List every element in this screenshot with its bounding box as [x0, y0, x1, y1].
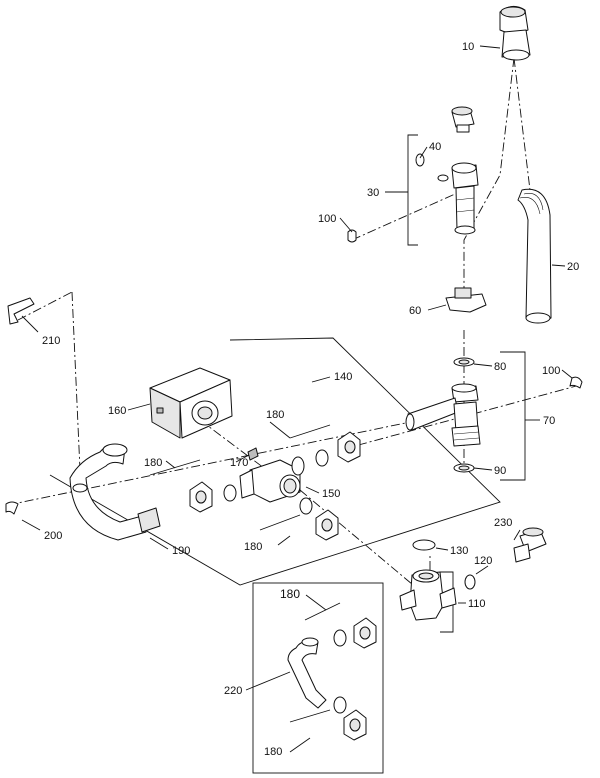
label-170: 170	[230, 457, 248, 469]
part-60-clip	[445, 287, 487, 313]
label-20: 20	[567, 261, 579, 273]
part-200-pipe	[5, 501, 19, 515]
part-100-pipe-right	[569, 376, 583, 389]
label-120: 120	[474, 555, 492, 567]
part-220-hose	[287, 637, 327, 709]
label-180-left: 180	[144, 457, 162, 469]
label-180-lower: 180	[244, 541, 262, 553]
part-10-adapter	[499, 6, 531, 61]
label-110: 110	[468, 598, 486, 610]
label-230: 230	[494, 517, 512, 529]
part-150-valve	[239, 447, 305, 503]
leader-lines	[21, 45, 573, 753]
label-100-left: 100	[318, 213, 336, 225]
label-40: 40	[429, 141, 441, 153]
part-190-hose	[69, 443, 161, 541]
label-80: 80	[494, 361, 506, 373]
label-180-box-top: 180	[280, 587, 300, 601]
label-210: 210	[42, 335, 60, 347]
label-10: 10	[462, 41, 474, 53]
label-90: 90	[494, 465, 506, 477]
label-160: 160	[108, 405, 126, 417]
part-20-hose	[517, 188, 552, 324]
label-190: 190	[172, 545, 190, 557]
part-30-assembly	[415, 106, 479, 235]
label-150: 150	[322, 488, 340, 500]
part-180-fittings	[189, 431, 377, 741]
label-60: 60	[409, 305, 421, 317]
part-70-assembly	[405, 357, 481, 473]
label-70: 70	[543, 415, 555, 427]
label-200: 200	[44, 530, 62, 542]
part-210-bracket	[7, 297, 35, 325]
label-180-upper: 180	[266, 409, 284, 421]
label-180-box-bottom: 180	[264, 746, 282, 758]
part-230-plug	[513, 527, 547, 563]
part-110-assembly	[399, 539, 476, 621]
label-30: 30	[367, 187, 379, 199]
part-160-actuator	[149, 367, 233, 439]
label-140: 140	[334, 371, 352, 383]
label-130: 130	[450, 545, 468, 557]
label-220: 220	[224, 685, 242, 697]
part-labels: 10 20 30 40 60 70 80 90 100 100 110 120 …	[42, 41, 579, 758]
label-100-right: 100	[542, 365, 560, 377]
